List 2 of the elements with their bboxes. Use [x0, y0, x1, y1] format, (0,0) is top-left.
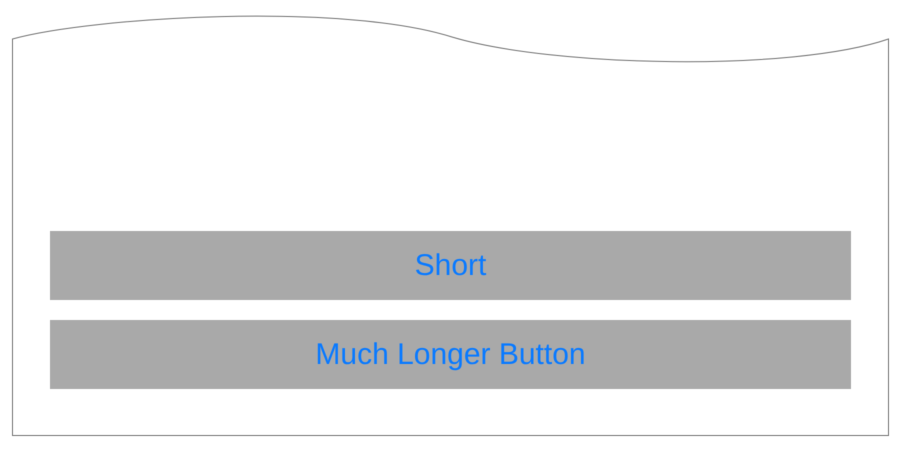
button: Short: [50, 231, 851, 300]
button: Much Longer Button: [50, 320, 851, 389]
